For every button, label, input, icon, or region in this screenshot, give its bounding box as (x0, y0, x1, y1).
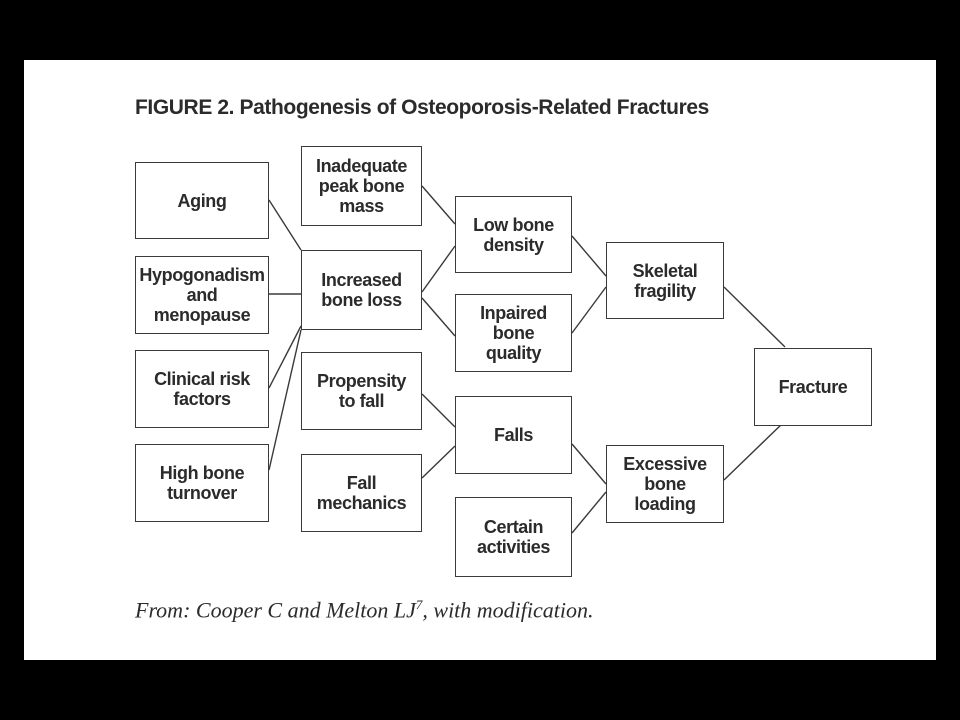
connector-propensity-falls (421, 393, 456, 428)
caption-reference: 7 (415, 597, 423, 612)
connector-excessive-fracture (723, 420, 786, 481)
figure-panel: FIGURE 2. Pathogenesis of Osteoporosis-R… (24, 60, 936, 660)
connector-turnover-increased-loss (268, 329, 302, 471)
node-falls: Falls (455, 396, 572, 474)
node-skeletal-fragility: Skeletal fragility (606, 242, 724, 319)
node-inadequate-peak: Inadequate peak bone mass (301, 146, 422, 226)
node-aging: Aging (135, 162, 269, 239)
node-fracture: Fracture (754, 348, 872, 426)
connector-impaired-skeletal (571, 286, 607, 334)
figure-title: FIGURE 2. Pathogenesis of Osteoporosis-R… (135, 96, 709, 119)
node-certain-activities: Certain activities (455, 497, 572, 577)
connector-clinical-increased-loss (268, 325, 302, 389)
node-fall-mechanics: Fall mechanics (301, 454, 422, 532)
connector-mechanics-falls (421, 445, 456, 479)
connector-aging-increased-loss (268, 199, 302, 251)
connector-activities-excessive (571, 491, 607, 534)
connector-low-density-skeletal (571, 235, 607, 277)
caption-main: From: Cooper C and Melton LJ (135, 597, 416, 623)
connector-inadequate-low-density (421, 185, 456, 225)
connector-lines (268, 185, 786, 534)
connector-increased-impaired (421, 297, 456, 337)
caption-tail: , with modification. (422, 597, 594, 623)
node-increased-loss: Increased bone loss (301, 250, 422, 330)
figure-caption: From: Cooper C and Melton LJ7, with modi… (135, 597, 594, 623)
connector-skeletal-fracture (723, 286, 786, 348)
connector-falls-excessive (571, 443, 607, 485)
node-excessive-loading: Excessive bone loading (606, 445, 724, 523)
node-hypogonadism: Hypogonadism and menopause (135, 256, 269, 334)
node-impaired-quality: Inpaired bone quality (455, 294, 572, 372)
node-low-density: Low bone density (455, 196, 572, 273)
connector-increased-low-density (421, 245, 456, 293)
node-clinical-risk: Clinical risk factors (135, 350, 269, 428)
node-high-turnover: High bone turnover (135, 444, 269, 522)
node-propensity-fall: Propensity to fall (301, 352, 422, 430)
